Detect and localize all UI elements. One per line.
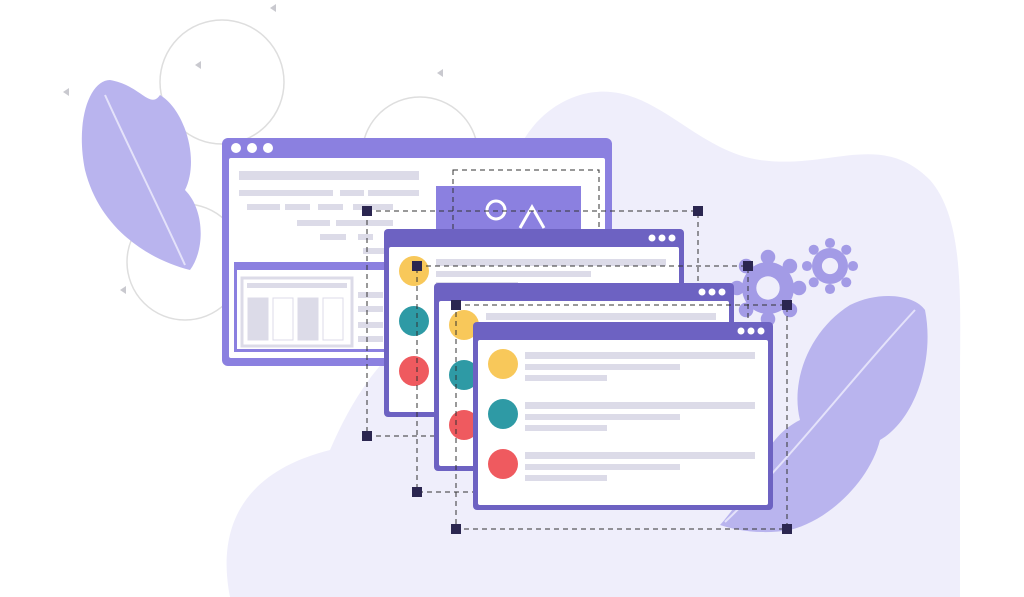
- placeholder-line: [358, 336, 383, 342]
- window-dot-icon: [668, 234, 676, 242]
- gear-tooth: [791, 280, 807, 296]
- placeholder-line: [353, 204, 393, 210]
- table-column: [297, 297, 319, 341]
- placeholder-line: [358, 234, 373, 240]
- resize-handle: [412, 261, 422, 271]
- placeholder-line: [372, 220, 392, 226]
- placeholder-line: [436, 259, 666, 266]
- window-dot-icon: [737, 327, 745, 335]
- gear-hole: [756, 276, 780, 300]
- placeholder-line: [320, 234, 346, 240]
- gear-tooth: [841, 244, 852, 255]
- leaf-icon: [81, 80, 201, 270]
- placeholder-line: [318, 204, 343, 210]
- placeholder-line: [297, 220, 330, 226]
- list-item-dot: [488, 449, 518, 479]
- resize-handle: [743, 261, 753, 271]
- small-triangle-decoration: [195, 61, 201, 69]
- gear-hole: [821, 257, 839, 275]
- window-dot-icon: [658, 234, 666, 242]
- resize-handle: [782, 300, 792, 310]
- small-triangle-decoration: [120, 286, 126, 294]
- placeholder-line: [358, 322, 383, 328]
- placeholder-line: [336, 220, 393, 226]
- leaf-vein: [104, 94, 186, 266]
- window-dot-icon: [718, 288, 726, 296]
- placeholder-line: [363, 248, 393, 254]
- list-window-3: [473, 322, 773, 510]
- placeholder-line: [239, 190, 294, 196]
- resize-handle: [451, 300, 461, 310]
- list-item-dot: [399, 306, 429, 336]
- placeholder-line: [525, 425, 607, 431]
- placeholder-line: [358, 306, 383, 312]
- window-dot-icon: [698, 288, 706, 296]
- gear-tooth: [760, 249, 776, 265]
- dashed-selection-box: [452, 169, 600, 266]
- placeholder-line: [525, 464, 680, 470]
- resize-handle: [362, 206, 372, 216]
- placeholder-line: [340, 190, 364, 196]
- table-column: [247, 297, 269, 341]
- placeholder-line: [277, 190, 333, 196]
- selection-3: [451, 300, 792, 534]
- gear-tooth: [824, 283, 836, 295]
- resize-handle: [782, 524, 792, 534]
- left-leaf: [81, 80, 201, 270]
- dashed-selection-box: [455, 304, 788, 530]
- table-outline: [240, 276, 354, 348]
- small-triangle-decoration: [437, 69, 443, 77]
- table-column: [272, 297, 294, 341]
- list-item-dot: [488, 399, 518, 429]
- placeholder-line: [247, 204, 280, 210]
- list-item-dot: [399, 356, 429, 386]
- window-dot-icon: [263, 143, 273, 153]
- gear-tooth: [824, 237, 836, 249]
- window-dot-icon: [708, 288, 716, 296]
- placeholder-line: [525, 364, 680, 370]
- window-dot-icon: [747, 327, 755, 335]
- placeholder-line: [368, 190, 419, 196]
- small-triangle-decoration: [63, 88, 69, 96]
- placeholder-line: [525, 452, 755, 459]
- placeholder-line: [486, 313, 716, 320]
- placeholder-line: [239, 171, 419, 180]
- window-dot-icon: [231, 143, 241, 153]
- placeholder-line: [525, 402, 755, 409]
- large-gear: [729, 249, 807, 327]
- placeholder-line: [285, 204, 310, 210]
- placeholder-line: [525, 414, 680, 420]
- resize-handle: [451, 524, 461, 534]
- placeholder-line: [525, 352, 755, 359]
- gear-tooth: [841, 277, 852, 288]
- table-header: [247, 283, 347, 288]
- placeholder-line: [525, 375, 607, 381]
- window-body: [478, 340, 768, 505]
- gear-tooth: [847, 260, 859, 272]
- small-gear: [801, 237, 859, 295]
- placeholder-line: [436, 271, 591, 277]
- window-dot-icon: [648, 234, 656, 242]
- gear-tooth: [808, 277, 819, 288]
- placeholder-line: [358, 292, 383, 298]
- placeholder-line: [525, 475, 607, 481]
- resize-handle: [412, 487, 422, 497]
- resize-handle: [693, 206, 703, 216]
- window-dot-icon: [247, 143, 257, 153]
- resize-handle: [362, 431, 372, 441]
- gear-tooth: [808, 244, 819, 255]
- list-item-dot: [488, 349, 518, 379]
- circle-icon: [485, 199, 507, 221]
- window-dot-icon: [757, 327, 765, 335]
- caret-up-icon: [518, 203, 546, 229]
- small-triangle-decoration: [270, 4, 276, 12]
- table-column: [322, 297, 344, 341]
- gear-tooth: [801, 260, 813, 272]
